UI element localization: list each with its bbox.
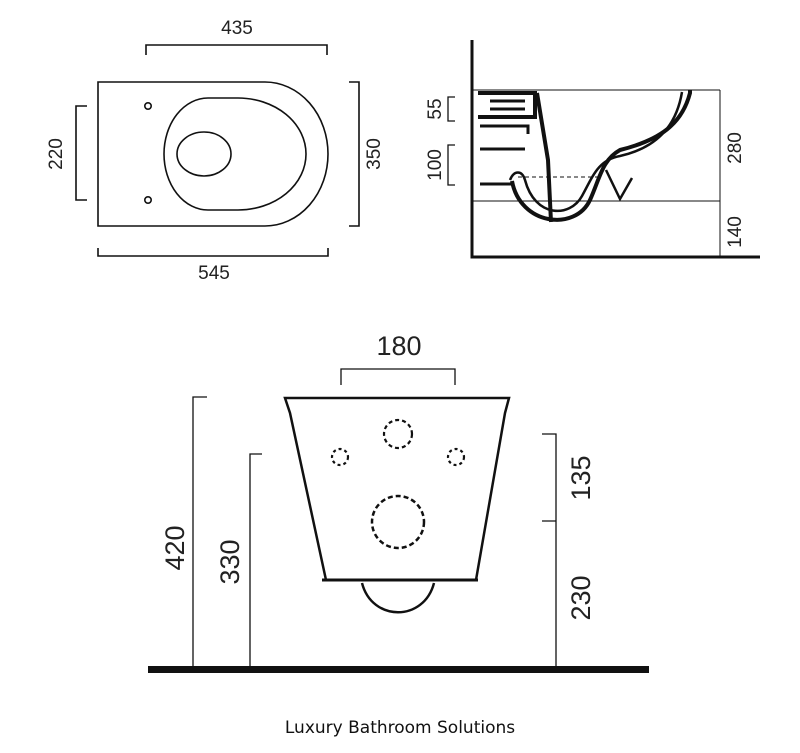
dim-label-420: 420 xyxy=(160,525,190,570)
dim-line-545 xyxy=(97,248,329,257)
side-view-bowl-profile xyxy=(510,90,692,223)
dim-line-180 xyxy=(340,368,456,385)
dim-line-135 xyxy=(542,433,557,666)
dim-line-220 xyxy=(75,105,87,201)
side-view-upper-fixing xyxy=(478,91,537,119)
top-view-outlet xyxy=(176,131,232,177)
top-view-bowl-rim xyxy=(163,97,307,211)
front-view-pan-outline xyxy=(283,396,511,582)
front-view-outlet-hole xyxy=(370,494,426,550)
dim-line-330 xyxy=(249,453,262,666)
dim-label-55: 55 xyxy=(425,98,446,119)
front-view xyxy=(148,368,649,673)
dim-label-330: 330 xyxy=(215,539,245,584)
top-view-fix-hole-upper xyxy=(144,102,153,111)
dim-line-55 xyxy=(447,96,455,122)
side-view-fixing-detail xyxy=(480,99,530,134)
dim-line-100 xyxy=(447,144,455,186)
front-view-right-bolt-hole xyxy=(446,447,466,467)
side-view-rear-foot xyxy=(604,169,634,202)
dim-label-280: 280 xyxy=(725,132,746,164)
side-view xyxy=(447,40,760,259)
dim-line-420 xyxy=(192,396,207,666)
top-view xyxy=(75,44,360,257)
side-view-wall xyxy=(470,40,760,259)
dim-label-100: 100 xyxy=(425,149,446,181)
dim-label-230: 230 xyxy=(566,575,596,620)
dim-label-545: 545 xyxy=(198,263,230,284)
dim-line-435 xyxy=(145,44,328,55)
dim-label-350: 350 xyxy=(364,138,385,170)
dim-label-435: 435 xyxy=(221,18,253,39)
front-view-left-bolt-hole xyxy=(330,447,350,467)
front-view-upper-fix-hole xyxy=(382,418,414,450)
side-view-bowl-inner xyxy=(508,91,684,213)
front-view-floor xyxy=(148,666,649,673)
caption: Luxury Bathroom Solutions xyxy=(284,718,516,738)
top-view-outline xyxy=(97,81,329,227)
dim-label-220: 220 xyxy=(46,138,67,170)
front-view-outlet-spigot xyxy=(360,582,436,614)
dim-line-350 xyxy=(349,81,360,227)
dim-label-135: 135 xyxy=(566,455,596,500)
dim-label-140: 140 xyxy=(725,216,746,248)
dim-label-180: 180 xyxy=(376,331,421,361)
side-view-outlet-pipe xyxy=(480,147,525,186)
top-view-fix-hole-lower xyxy=(144,196,153,205)
